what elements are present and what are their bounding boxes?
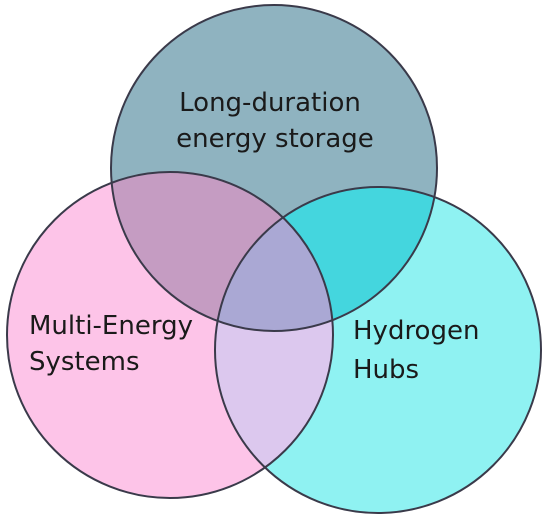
outline-left — [6, 171, 334, 499]
outline-top — [110, 4, 438, 332]
label-top-line1: Long-duration — [179, 88, 361, 118]
label-right-line1: Hydrogen — [353, 316, 479, 346]
outline-right — [214, 186, 542, 514]
overlap-all — [215, 187, 333, 331]
label-right-line2: Hubs — [353, 355, 419, 385]
label-left-line1: Multi-Energy — [29, 311, 193, 341]
label-top-line2: energy storage — [176, 124, 374, 154]
label-left-line2: Systems — [29, 347, 140, 377]
